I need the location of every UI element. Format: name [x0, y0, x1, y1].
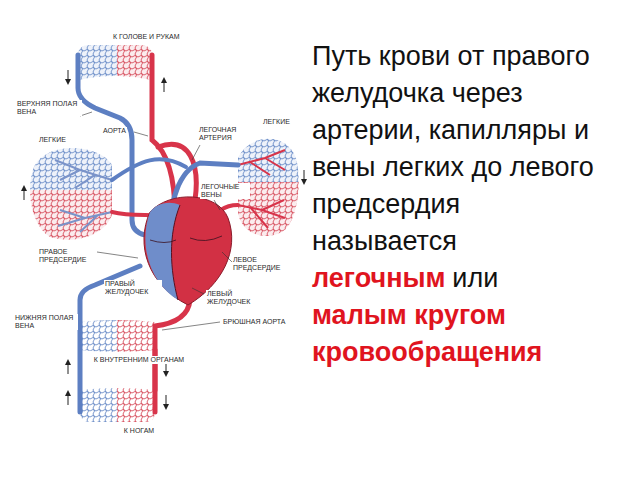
flow-arrow	[68, 393, 69, 405]
ascending-aorta	[152, 55, 175, 215]
vessel-label: ЛЕГОЧНАЯ АРТЕРИЯ	[198, 126, 246, 142]
vessel-branches	[55, 160, 112, 232]
valve-line	[150, 236, 222, 243]
leader-line	[192, 145, 200, 160]
vessel-label: БРЮШНАЯ АОРТА	[222, 318, 287, 326]
region-label: К НОГАМ	[88, 427, 190, 435]
head-capillaries	[78, 45, 152, 80]
description-sentence: Путь крови от правого желудочка через ар…	[312, 38, 610, 260]
capillary-mesh	[80, 320, 117, 352]
superior-vena-cava	[78, 55, 145, 235]
leg-capillaries	[80, 388, 155, 422]
lung-mesh	[30, 190, 112, 240]
lung-mesh	[30, 148, 112, 190]
capillary-mesh	[78, 45, 117, 80]
organ-label: ЛЕГКИЕ	[38, 136, 67, 144]
leader-line	[222, 252, 232, 262]
vessel-label: ВЕРХНЯЯ ПОЛАЯ ВЕНА	[16, 100, 82, 116]
capillary-mesh	[117, 320, 155, 352]
lung-shape	[238, 139, 299, 182]
lung-shape	[30, 148, 112, 190]
flow-arrow	[68, 70, 69, 82]
capillary-bed	[78, 45, 117, 80]
organ-label: ЛЕГКИЕ	[262, 118, 291, 126]
highlight-term: малым кругом кровообращения	[312, 297, 610, 371]
region-label: К ГОЛОВЕ И РУКАМ	[112, 33, 181, 41]
vessel-label: АОРТА	[102, 127, 127, 135]
highlight-term: легочным	[312, 260, 446, 297]
chamber-label: ЛЕВОЕ ПРЕДСЕРДИЕ	[232, 256, 286, 272]
flow-arrow	[166, 395, 167, 407]
leader-line	[214, 200, 220, 210]
flow-arrow	[304, 170, 305, 182]
description-text: Путь крови от правого желудочка через ар…	[312, 38, 617, 371]
flow-arrow	[24, 188, 25, 200]
leader-line	[97, 252, 138, 258]
lung-shape	[30, 190, 112, 240]
flow-arrow	[164, 80, 165, 92]
chamber-label: ПРАВЫЙ ЖЕЛУДОЧЕК	[104, 280, 162, 296]
septum	[172, 205, 181, 300]
leader-line	[162, 322, 220, 330]
vessel-label: ЛЕГОЧНЫЕ ВЕНЫ	[200, 183, 250, 199]
left-lung	[30, 148, 112, 240]
region-label: К ВНУТРЕННИМ ОРГАНАМ	[88, 356, 190, 364]
organ-capillaries	[80, 320, 155, 352]
pulmonary-artery-branch	[112, 159, 186, 180]
description-word: или	[452, 260, 498, 297]
capillary-bed	[117, 45, 152, 80]
capillary-mesh	[80, 388, 117, 422]
capillary-mesh	[117, 388, 155, 422]
leader-line	[192, 288, 204, 294]
flow-arrow	[68, 362, 69, 374]
vessel-label: НИЖНЯЯ ПОЛАЯ ВЕНА	[14, 314, 78, 330]
chamber-label: ПРАВОЕ ПРЕДСЕРДИЕ	[38, 248, 96, 264]
capillary-mesh	[117, 45, 152, 80]
lung-mesh	[238, 139, 299, 182]
leader-line	[134, 132, 148, 136]
vessels	[78, 55, 238, 412]
chamber-label: ЛЕВЫЙ ЖЕЛУДОЧЕК	[206, 290, 264, 306]
flow-arrows	[24, 70, 304, 407]
